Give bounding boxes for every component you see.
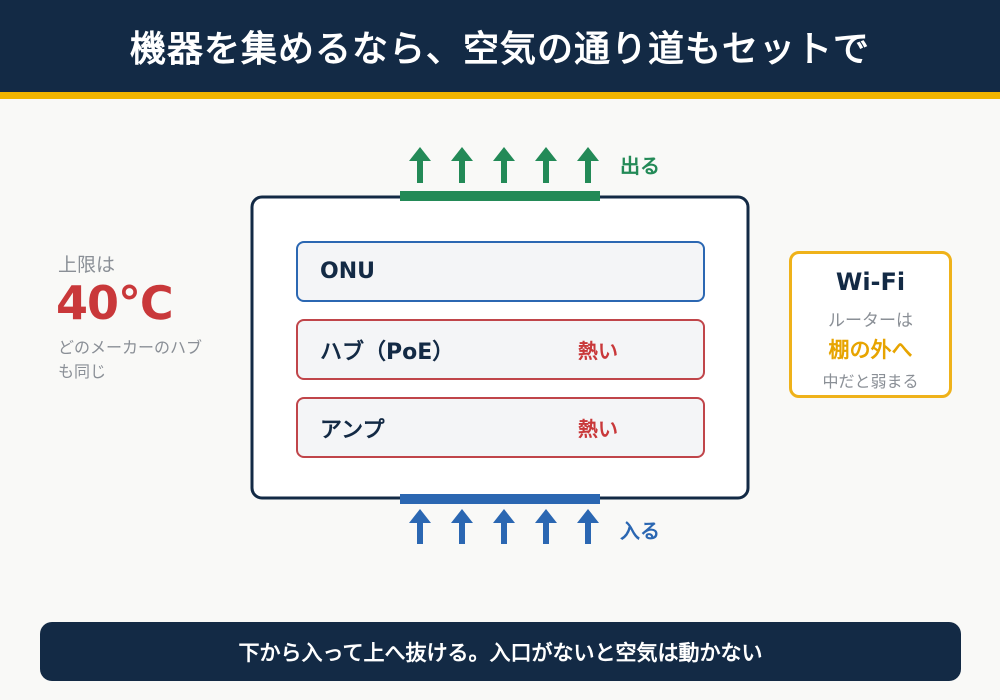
wifi-card: Wi-Fi ルーターは 棚の外へ 中だと弱まる — [789, 251, 952, 398]
exhaust-arrows — [409, 147, 599, 183]
intake-arrow-icon — [409, 509, 431, 544]
footer-text: 下から入って上へ抜ける。入口がないと空気は動かない — [238, 640, 763, 665]
wifi-line1: ルーターは — [828, 311, 913, 331]
exhaust-vent — [400, 191, 600, 201]
intake-arrow-icon — [451, 509, 473, 544]
footer-banner: 下から入って上へ抜ける。入口がないと空気は動かない — [40, 622, 961, 681]
device-poe-hub: ハブ（PoE） 熱い — [296, 319, 705, 380]
exhaust-arrow-icon — [451, 147, 473, 183]
device-name: ハブ（PoE） — [320, 339, 455, 365]
header-bar: 機器を集めるなら、空気の通り道もセットで — [0, 0, 1000, 92]
intake-arrows — [409, 509, 599, 544]
wifi-title: Wi-Fi — [835, 268, 906, 296]
hot-tag: 熱い — [578, 417, 618, 441]
wifi-highlight: 棚の外へ — [828, 338, 913, 362]
exhaust-arrow-icon — [577, 147, 599, 183]
exhaust-arrow-icon — [493, 147, 515, 183]
hot-tag: 熱い — [578, 339, 618, 363]
limit-temperature: 40℃ — [56, 276, 174, 330]
intake-arrow-icon — [577, 509, 599, 544]
exhaust-arrow-icon — [409, 147, 431, 183]
intake-arrow-icon — [535, 509, 557, 544]
device-amp: アンプ 熱い — [296, 397, 705, 458]
limit-label: 上限は — [58, 254, 116, 276]
limit-note: どのメーカーのハブも同じ — [58, 338, 203, 381]
exhaust-label: 出る — [620, 154, 660, 178]
intake-label: 入る — [620, 519, 660, 543]
intake-arrow-icon — [493, 509, 515, 544]
page-title: 機器を集めるなら、空気の通り道もセットで — [129, 29, 870, 70]
intake-vent — [400, 494, 600, 504]
wifi-line3: 中だと弱まる — [822, 372, 919, 391]
exhaust-arrow-icon — [535, 147, 557, 183]
device-onu: ONU — [296, 241, 705, 302]
header-accent-rule — [0, 92, 1000, 99]
device-name: ONU — [320, 259, 375, 284]
device-name: アンプ — [320, 417, 385, 443]
